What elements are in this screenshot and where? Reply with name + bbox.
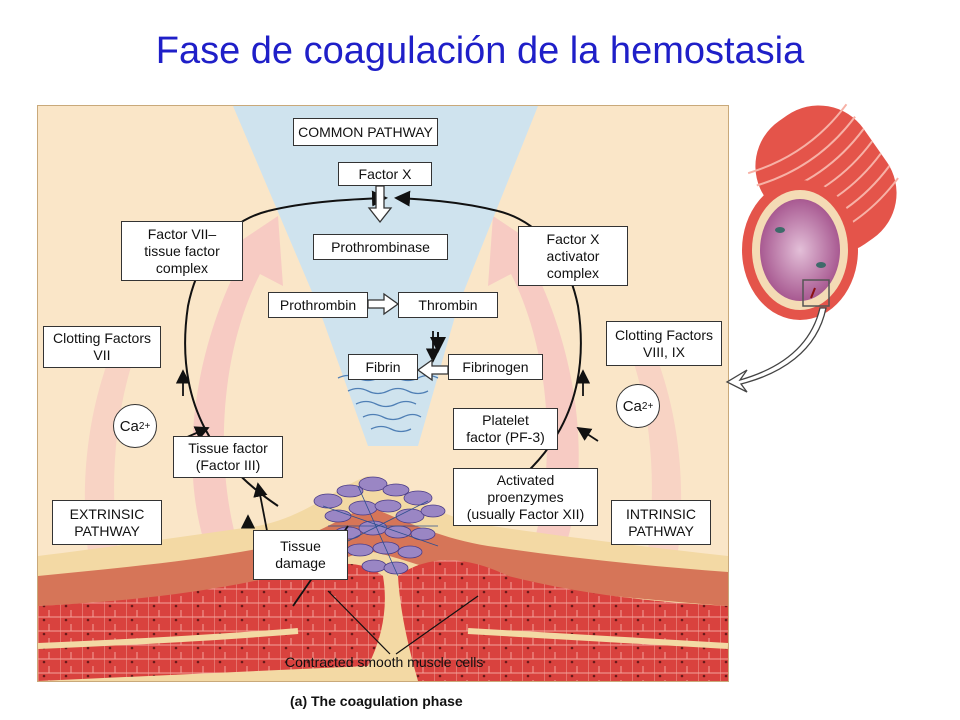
smooth-muscle-label: Contracted smooth muscle cells xyxy=(285,654,484,670)
fibrin-box: Fibrin xyxy=(348,354,418,380)
calcium-left-label: Ca xyxy=(119,417,139,435)
tissue-damage-box: Tissue damage xyxy=(253,530,348,580)
factor-x-activator-box: Factor X activator complex xyxy=(518,226,628,286)
fibrinogen-box: Fibrinogen xyxy=(448,354,543,380)
tissue-factor-box: Tissue factor (Factor III) xyxy=(173,436,283,478)
right-muscle-mass xyxy=(398,560,728,681)
calcium-left-charge: 2+ xyxy=(138,420,151,432)
figure-caption: (a) The coagulation phase xyxy=(290,693,463,709)
extrinsic-pathway-arrow xyxy=(192,216,283,566)
left-muscle-mass xyxy=(38,563,385,681)
coagulation-figure: COMMON PATHWAY Factor X Prothrombinase P… xyxy=(37,105,729,682)
calcium-right-label: Ca xyxy=(622,397,642,415)
detail-highlight-box xyxy=(802,279,830,307)
common-pathway-box: COMMON PATHWAY xyxy=(293,118,438,146)
vessel-lumen xyxy=(760,199,840,301)
prothrombinase-box: Prothrombinase xyxy=(313,234,448,260)
platelet-factor-box: Platelet factor (PF-3) xyxy=(453,408,558,450)
prothrombin-box: Prothrombin xyxy=(268,292,368,318)
detail-pointer-arrow xyxy=(725,307,827,393)
calcium-right-charge: 2+ xyxy=(641,400,654,412)
intrinsic-pathway-box: INTRINSIC PATHWAY xyxy=(611,500,711,545)
platelet-plug xyxy=(313,476,446,575)
clotting-factors-viii-ix-box: Clotting Factors VIII, IX xyxy=(606,321,722,366)
slide-title: Fase de coagulación de la hemostasia xyxy=(155,30,805,72)
thrombin-box: Thrombin xyxy=(398,292,498,318)
factor-vii-complex-box: Factor VII– tissue factor complex xyxy=(121,221,243,281)
activated-proenzymes-box: Activated proenzymes (usually Factor XII… xyxy=(453,468,598,526)
clotting-factors-vii-box: Clotting Factors VII xyxy=(43,326,161,368)
diagram-artwork xyxy=(38,106,728,681)
factor-x-box: Factor X xyxy=(338,162,432,186)
common-pathway-funnel xyxy=(233,106,538,446)
extrinsic-pathway-box: EXTRINSIC PATHWAY xyxy=(52,500,162,545)
blood-vessel-illustration xyxy=(725,103,899,393)
